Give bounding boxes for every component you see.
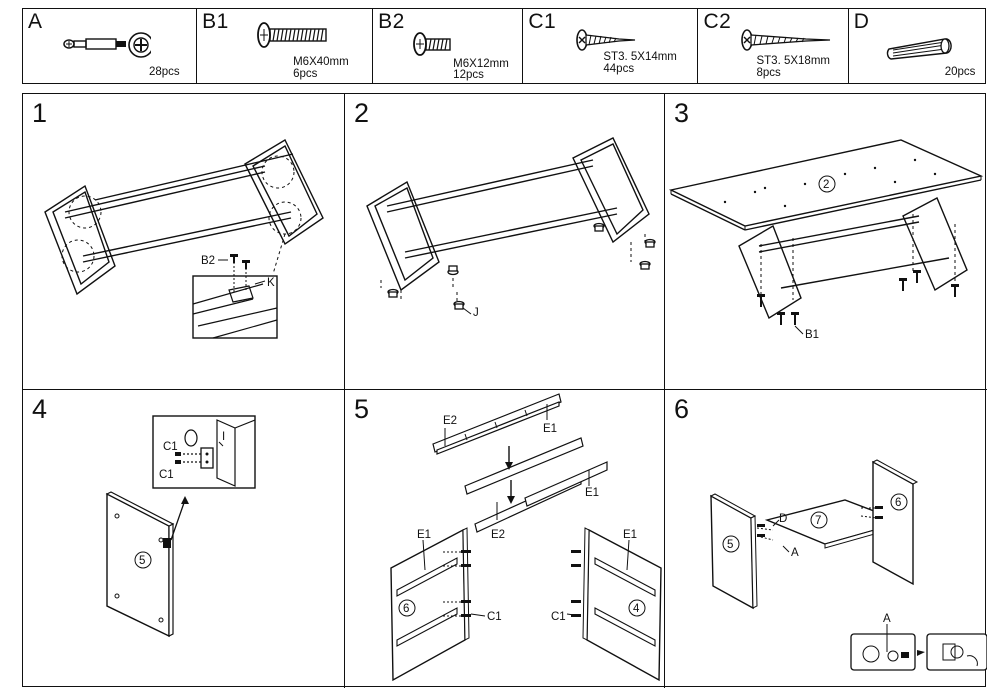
- label-j: J: [473, 307, 479, 319]
- label-e1-mid: E1: [585, 487, 599, 499]
- cam-lock-and-bolt-icon: [63, 32, 151, 58]
- hardware-qty: 6pcs: [293, 68, 318, 80]
- hardware-code: A: [28, 10, 43, 33]
- step-number: 2: [354, 98, 370, 128]
- label-c1-left: C1: [487, 611, 502, 623]
- step-5-panel: 5 E2 E1 E1 E2: [345, 390, 665, 688]
- step-number: 5: [354, 394, 370, 424]
- step-1-illustration: B2 K: [44, 139, 324, 339]
- label-e1-right: E1: [623, 529, 637, 541]
- step-1-panel: 1: [23, 94, 345, 390]
- hardware-size: M6X12mm: [453, 58, 509, 70]
- hardware-qty: 20pcs: [944, 66, 976, 78]
- label-e1-top: E1: [543, 423, 557, 435]
- step-2-illustration: J: [366, 137, 656, 319]
- step-number: 1: [32, 98, 48, 128]
- step-5-illustration: E2 E1 E1 E2 6 E1 C1: [390, 393, 662, 682]
- step-6-panel: 6 5 7 6 D A: [665, 390, 987, 688]
- label-panel-6: 6: [895, 497, 901, 509]
- long-machine-screw-icon: [257, 22, 327, 48]
- label-a-main: A: [791, 547, 799, 559]
- hardware-code: C2: [703, 10, 732, 33]
- hardware-qty: 8pcs: [756, 67, 781, 79]
- hardware-qty: 28pcs: [149, 66, 180, 78]
- hardware-size: ST3. 5X18mm: [756, 55, 830, 67]
- step-number: 6: [674, 394, 690, 424]
- short-wood-screw-icon: [576, 29, 636, 51]
- hardware-code: B1: [202, 10, 229, 33]
- hardware-item-c1: C1 ST3. 5X14mm 44pcs: [523, 9, 699, 83]
- assembly-steps-grid: 1: [22, 93, 987, 688]
- hardware-qty: 12pcs: [453, 69, 484, 81]
- hardware-code: B2: [378, 10, 405, 33]
- step-number: 4: [32, 394, 48, 424]
- hardware-item-c2: C2 ST3. 5X18mm 8pcs: [698, 9, 849, 83]
- label-c1-top: C1: [163, 441, 178, 453]
- hardware-item-a: A 28pcs: [23, 9, 198, 83]
- label-e2-top: E2: [443, 415, 457, 427]
- long-wood-screw-icon: [741, 29, 831, 51]
- label-e2-mid: E2: [491, 529, 505, 541]
- step-2-panel: 2 J: [345, 94, 665, 390]
- wooden-dowel-icon: [886, 38, 952, 60]
- hardware-code: D: [853, 10, 870, 33]
- label-e1-left: E1: [417, 529, 431, 541]
- hardware-size: ST3. 5X14mm: [603, 51, 677, 63]
- hardware-strip: A 28pcs B1 M6X40mm 6p: [22, 8, 986, 84]
- step-3-panel: 3 2: [665, 94, 987, 390]
- step-6-illustration: 5 7 6 D A: [709, 459, 987, 671]
- step-3-illustration: 2 B1: [668, 139, 984, 341]
- step-4-panel: 4 5 C1 C1 I: [23, 390, 345, 688]
- label-c1-bottom: C1: [159, 469, 174, 481]
- step-number: 3: [674, 98, 690, 128]
- hardware-item-b2: B2 M6X12mm 12pcs: [373, 9, 524, 83]
- label-panel-7: 7: [815, 515, 821, 527]
- label-c1-right: C1: [551, 611, 566, 623]
- short-machine-screw-icon: [413, 32, 451, 56]
- label-i: I: [222, 431, 225, 443]
- label-panel-4: 4: [633, 603, 640, 615]
- label-k: K: [267, 277, 275, 289]
- step-4-illustration: 5 C1 C1 I: [105, 415, 256, 638]
- label-panel-5: 5: [139, 555, 145, 567]
- hardware-item-b1: B1 M6X40mm 6pcs: [197, 9, 374, 83]
- hardware-item-d: D 20pcs: [849, 9, 985, 83]
- label-b2: B2: [201, 255, 215, 267]
- hardware-qty: 44pcs: [603, 63, 635, 75]
- label-a-inset: A: [883, 613, 891, 625]
- hardware-size: M6X40mm: [293, 56, 349, 68]
- label-panel-6: 6: [403, 603, 409, 615]
- label-panel-2: 2: [823, 179, 829, 191]
- label-panel-5: 5: [727, 539, 733, 551]
- hardware-code: C1: [528, 10, 557, 33]
- label-d: D: [779, 513, 787, 525]
- label-b1: B1: [805, 329, 819, 341]
